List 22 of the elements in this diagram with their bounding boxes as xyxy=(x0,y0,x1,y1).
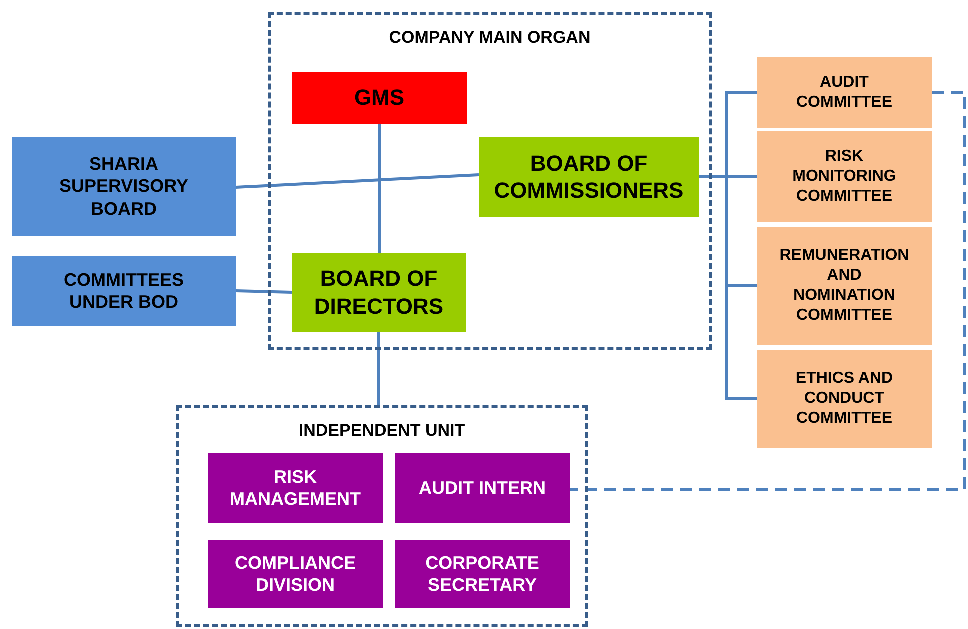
committee-box: ETHICS AND CONDUCT COMMITTEE xyxy=(757,350,932,448)
group-heading: COMPANY MAIN ORGAN xyxy=(389,27,591,48)
unit-box: COMPLIANCE DIVISION xyxy=(208,540,383,608)
committee-box: REMUNERATION AND NOMINATION COMMITTEE xyxy=(757,227,932,345)
unit-box: AUDIT INTERN xyxy=(395,453,570,523)
org-box: BOARD OF COMMISSIONERS xyxy=(479,137,699,217)
committee-box: RISK MONITORING COMMITTEE xyxy=(757,131,932,222)
connector-line xyxy=(570,91,966,492)
unit-box: CORPORATE SECRETARY xyxy=(395,540,570,608)
org-box: GMS xyxy=(292,72,467,124)
unit-box: RISK MANAGEMENT xyxy=(208,453,383,523)
connector-line xyxy=(236,290,292,294)
dashed-group-box xyxy=(268,12,712,350)
dashed-group-box xyxy=(176,405,588,627)
org-box: COMMITTEES UNDER BOD xyxy=(12,256,236,326)
org-box: SHARIA SUPERVISORY BOARD xyxy=(12,137,236,236)
connector-line xyxy=(378,332,380,405)
group-heading: INDEPENDENT UNIT xyxy=(298,420,466,442)
connector-line xyxy=(378,124,381,253)
connector-line xyxy=(236,174,480,189)
org-box: BOARD OF DIRECTORS xyxy=(292,253,466,332)
committee-box: AUDIT COMMITTEE xyxy=(757,57,932,128)
